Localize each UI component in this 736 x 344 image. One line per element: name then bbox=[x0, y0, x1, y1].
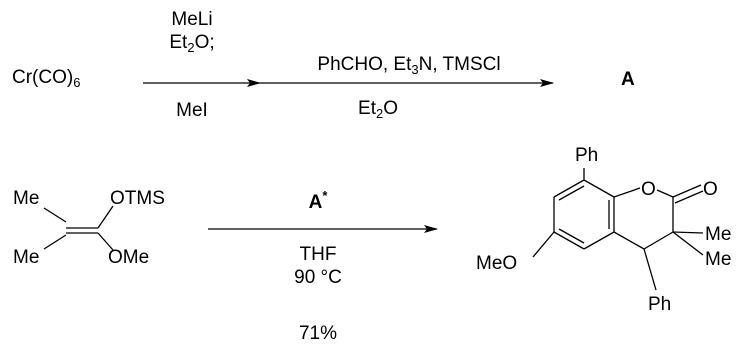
ring-oxygen-label: O bbox=[641, 179, 656, 200]
temperature-label: 90 °C bbox=[294, 267, 342, 288]
gem-methyl-1-label: Me bbox=[705, 224, 732, 245]
chromium-hexacarbonyl-label: Cr(CO)6 bbox=[12, 67, 81, 90]
solvent-thf: THF bbox=[299, 244, 337, 265]
methyl-top-label: Me bbox=[13, 188, 40, 209]
ome-label: OMe bbox=[108, 247, 150, 268]
gem-methyl-2-label: Me bbox=[705, 249, 732, 270]
bond-ring-3 bbox=[583, 231, 615, 250]
bond-carbonyl-double-1 bbox=[672, 184, 702, 198]
bond-ring-6 bbox=[553, 179, 585, 198]
bond-ring-6-inner bbox=[558, 185, 585, 201]
phenyl-bottom-label: Ph bbox=[648, 294, 672, 315]
otms-label: OTMS bbox=[110, 188, 165, 209]
bond-cq-me2 bbox=[672, 231, 704, 256]
reagent-meli: MeLi bbox=[171, 9, 213, 30]
bond-c-ome bbox=[97, 232, 114, 251]
methyl-bottom-label: Me bbox=[13, 247, 40, 268]
bond-cq-ch bbox=[643, 231, 674, 250]
bond-ring-4-inner bbox=[558, 228, 585, 244]
reagent-a-star: A* bbox=[308, 188, 328, 213]
bond-me-bottom bbox=[43, 234, 67, 250]
reagent-mei: MeI bbox=[176, 100, 208, 121]
bond-ch-ph bbox=[643, 248, 657, 291]
reagent-ether-2: Et2O bbox=[358, 98, 398, 121]
bond-cq-me1 bbox=[672, 231, 704, 234]
bond-c-otms bbox=[97, 205, 114, 229]
bond-aryl-o bbox=[613, 187, 641, 198]
bond-ch-aryl bbox=[613, 231, 645, 250]
bond-o-carbonyl bbox=[656, 189, 674, 198]
bond-me-top bbox=[43, 207, 67, 223]
carbonyl-oxygen-label: O bbox=[703, 179, 718, 200]
methoxy-label: MeO bbox=[476, 253, 518, 274]
bond-ring-1 bbox=[583, 179, 615, 198]
phenyl-top-label: Ph bbox=[575, 145, 599, 166]
reagent-phcho-et3n-tmscl: PhCHO, Et3N, TMSCl bbox=[317, 54, 501, 77]
bond-carbonyl-double-2 bbox=[674, 190, 704, 204]
intermediate-a: A bbox=[621, 69, 635, 90]
bond-ring-4 bbox=[553, 231, 585, 250]
yield-label: 71% bbox=[298, 323, 338, 344]
reagent-ether-1: Et2O; bbox=[169, 32, 215, 55]
bond-aryl-ome bbox=[532, 231, 555, 258]
